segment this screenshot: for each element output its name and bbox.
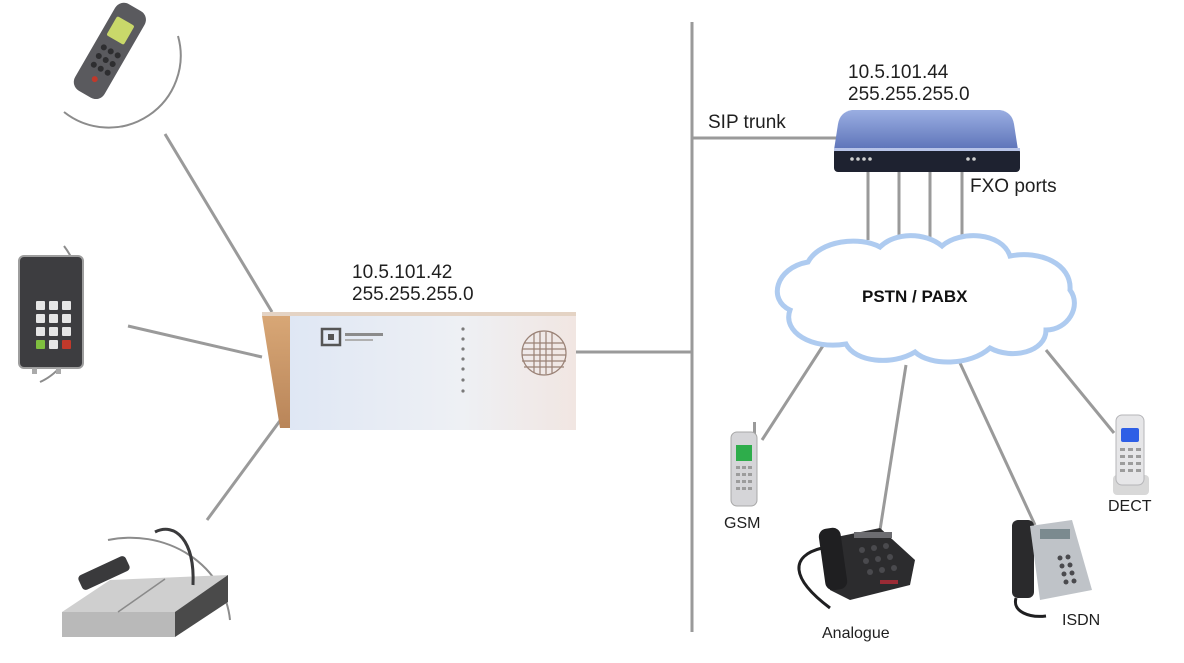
pstn-pabx-label: PSTN / PABX [862,287,968,306]
intercom-server-device [262,312,576,430]
desk-station-link-line [205,417,284,521]
server-netmask: 255.255.255.0 [352,284,474,305]
isdn-phone-icon [1012,520,1092,618]
handset-link-line [163,133,274,313]
server-address-label: 10.5.101.42 255.255.255.0 [352,262,474,306]
mobile-phone-icon [730,422,758,507]
gateway-ip: 10.5.101.44 [848,62,949,83]
cordless-phone-icon [73,2,146,100]
connection-lines [127,22,1116,632]
gsm-label: GSM [724,515,761,532]
speaker-grille-icon [521,330,567,376]
analogue-label: Analogue [822,625,890,642]
fxo-ports-label: FXO ports [970,176,1057,197]
handset-bubble-arc [63,35,182,129]
dect-link-line [1044,349,1116,434]
desk-station-icon [62,527,228,637]
gsm-link-line [760,337,830,441]
gateway-address-label: 10.5.101.44 255.255.255.0 [848,62,970,106]
server-ip: 10.5.101.42 [352,262,453,283]
isdn-link-line [958,362,1037,526]
keypad-station-icon [18,255,84,374]
pstn-pabx-cloud [774,233,1077,365]
dect-phone-icon [1113,414,1149,495]
analogue-phone-icon [797,527,915,610]
sip-trunk-label: SIP trunk [708,112,786,133]
sip-fxo-gateway-device [834,110,1020,172]
dect-label: DECT [1108,498,1152,515]
analogue-link-line [878,364,908,531]
gateway-netmask: 255.255.255.0 [848,84,970,105]
keypad-link-line [127,324,263,359]
isdn-label: ISDN [1062,612,1101,629]
